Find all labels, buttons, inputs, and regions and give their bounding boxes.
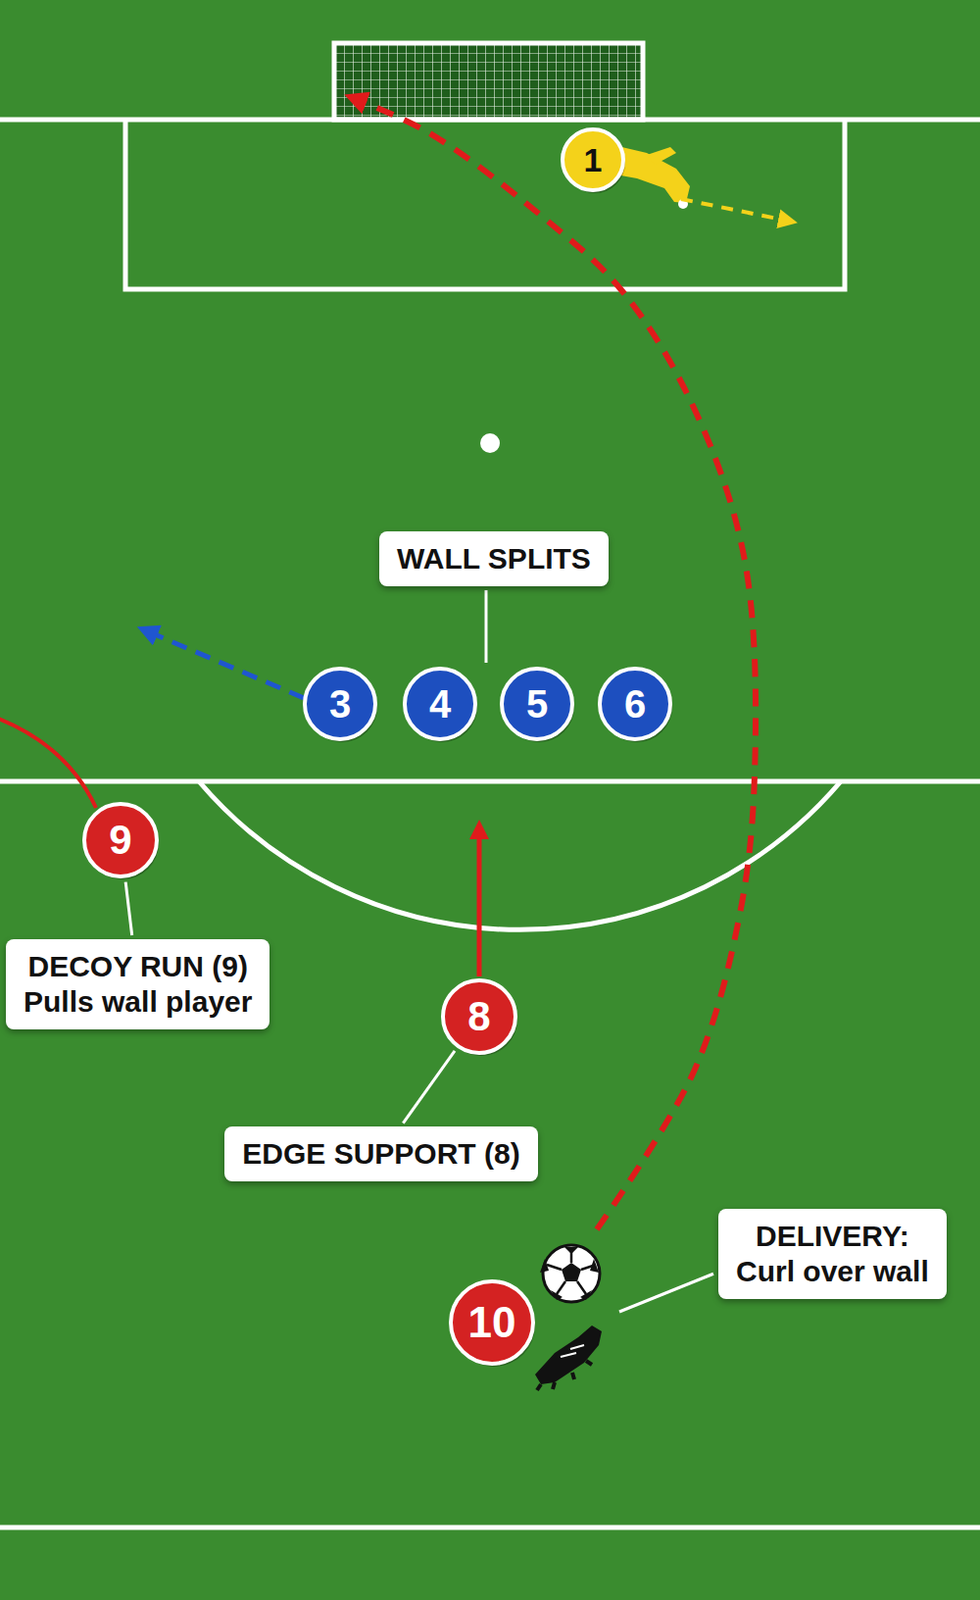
- callout-box: EDGE SUPPORT (8): [224, 1126, 538, 1181]
- attacker-circle: 8: [441, 978, 518, 1055]
- player-number: 4: [402, 666, 478, 741]
- player-number: 8: [441, 978, 518, 1055]
- ball-seams: [546, 1246, 596, 1294]
- boot-laces: [560, 1344, 585, 1357]
- player-number: 1: [560, 127, 626, 193]
- keeper-figure: [613, 145, 690, 209]
- callout-box: DECOY RUN (9)Pulls wall player: [5, 938, 270, 1029]
- leader-line: [619, 1273, 714, 1312]
- player-number: 5: [499, 666, 575, 741]
- wall-player: 3: [302, 666, 378, 741]
- ball: [539, 1244, 600, 1302]
- keeper-body: [613, 145, 690, 203]
- player-number: 6: [597, 666, 673, 741]
- six-yard-box: [125, 119, 845, 290]
- wall-player: 6: [597, 666, 673, 741]
- wall-player: 5: [499, 666, 575, 741]
- callout-text: Pulls wall player: [23, 983, 252, 1020]
- leader-line: [402, 1050, 455, 1124]
- callout-text: DELIVERY:: [735, 1218, 930, 1254]
- penalty-spot: [480, 433, 500, 453]
- keeper-circle: 1: [560, 127, 626, 193]
- ball-patches: [539, 1246, 599, 1300]
- box-line: [0, 779, 980, 784]
- pitch-lines: [0, 43, 980, 1527]
- leader-line: [125, 882, 133, 935]
- player-number: 10: [448, 1278, 536, 1366]
- penalty-arc: [198, 781, 841, 930]
- attacker-circle: 9: [82, 801, 159, 879]
- keeper-dive-arrow: [681, 198, 792, 222]
- decoy-run-path: [0, 717, 97, 808]
- leader-line: [484, 589, 488, 663]
- callout-box: DELIVERY:Curl over wall: [718, 1208, 947, 1299]
- callout-text: WALL SPLITS: [396, 540, 591, 577]
- callout-text: DECOY RUN (9): [23, 948, 252, 984]
- callout-text: EDGE SUPPORT (8): [242, 1135, 520, 1172]
- goal-line: [0, 117, 980, 123]
- player-number: 9: [82, 801, 159, 879]
- callout-box: WALL SPLITS: [379, 531, 609, 587]
- wall-split-arrow: [143, 629, 304, 698]
- support-run-arrow: [477, 825, 483, 977]
- boot: [535, 1324, 602, 1390]
- keeper-arm: [646, 147, 677, 165]
- wall-player: 4: [402, 666, 478, 741]
- taker-circle: 10: [448, 1278, 536, 1366]
- ball-patch: [561, 1262, 582, 1281]
- callout-text: Curl over wall: [735, 1253, 930, 1289]
- boot-studs: [537, 1360, 592, 1390]
- half-line: [0, 1524, 980, 1530]
- boot-body: [535, 1324, 602, 1384]
- player-number: 3: [302, 666, 378, 741]
- ball-flight-path: [350, 97, 756, 1229]
